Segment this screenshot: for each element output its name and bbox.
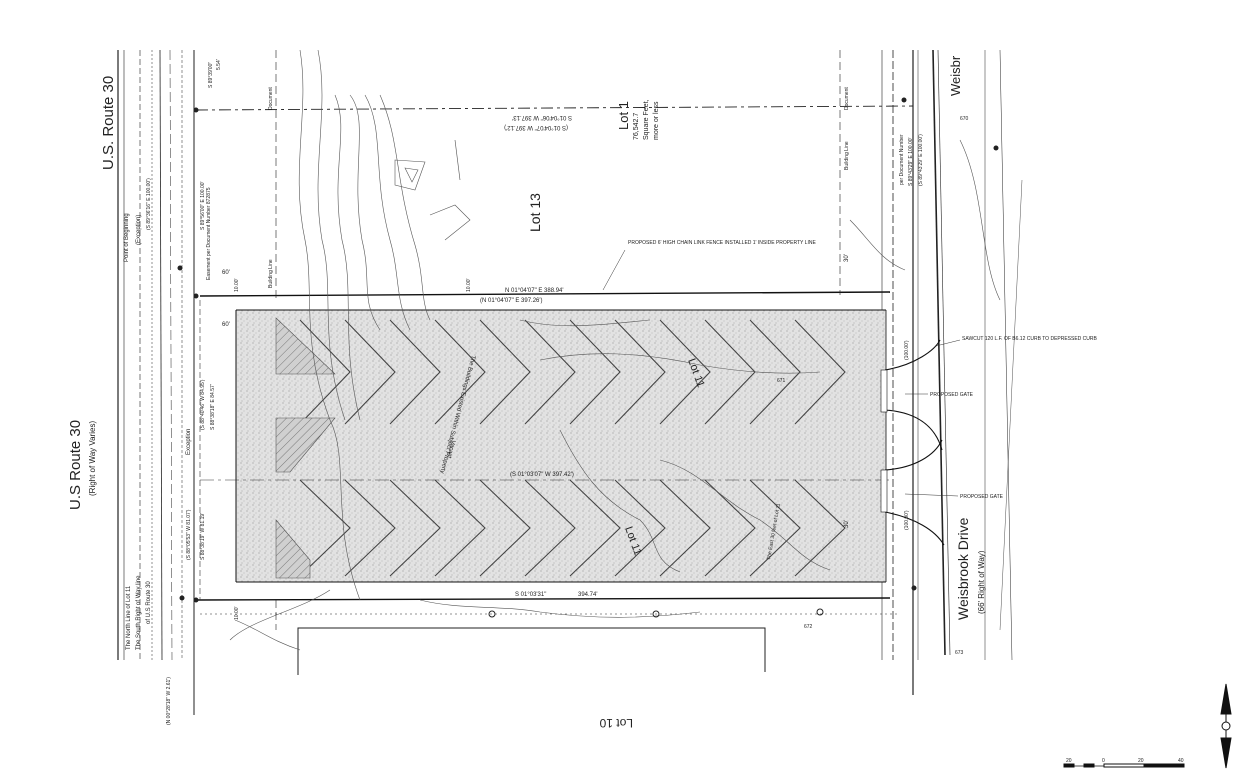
fence-note: PROPOSED 6' HIGH CHAIN LINK FENCE INSTAL… (628, 240, 816, 246)
east-bearing-1: S 89°43'29" E 100.00' (908, 137, 914, 186)
setback-60-bottom: 60' (222, 322, 230, 328)
contour-lines (229, 49, 1001, 651)
weisbrook-drive-label: Weisbrook Drive (955, 517, 971, 620)
scale-label-end: 40 (1178, 758, 1184, 764)
setback-60-top: 60' (222, 270, 230, 276)
document-label-right: Document (844, 87, 850, 110)
left-bearing-1: S 88°38'18" E 84.57' (210, 384, 216, 430)
lot-lines (195, 50, 914, 675)
east-bearing-1-record: (S 89°43'29" E 100.00') (918, 134, 924, 186)
monuments (177, 97, 999, 618)
dim-10-a: 10.00' (234, 278, 240, 292)
west-bottom-bearing: (N 00°28'18" W 2.61') (166, 677, 172, 725)
contour-label-673: 673 (955, 650, 964, 656)
us-route-30-row-label: (Right of Way Varies) (88, 421, 97, 496)
us-route-30-lines (117, 49, 195, 715)
south-line-distance: 394.74' (578, 592, 598, 598)
leader-lines (602, 249, 961, 497)
setback-30-top: 30' (844, 254, 850, 262)
center-line-bearing: (S 01°03'07" W 397.42') (510, 472, 574, 478)
lot-1-unit: Square Feet, (643, 99, 650, 140)
scale-label-mid: 20 (1138, 758, 1144, 764)
left-top-record: (S 89°36'16" E 100.00') (146, 178, 152, 230)
easement-note: Easement per Document Number 872875 (206, 187, 212, 280)
corner-distance: 5.54' (216, 59, 222, 70)
us-route-30-left-label: U.S Route 30 (67, 420, 84, 510)
left-bottom-bearing: S 88°38'19" W 81.19' (200, 513, 206, 560)
left-bottom-record: (S 88°05'53" W 81.07') (186, 509, 192, 560)
point-of-beginning: Point of Beginning (124, 213, 130, 262)
lot-1-area: 76,542.7 (633, 113, 640, 140)
top-line-record: (S 01°04'07" W 397.12') (504, 124, 568, 130)
south-line-bearing: S 01°03'31" (515, 592, 546, 598)
building-line-right: Building Line (844, 141, 850, 170)
corner-bearing: S 89°39'00" (208, 62, 214, 88)
proposed-gate-2: PROPOSED GATE (960, 494, 1004, 500)
contour-label-672: 672 (804, 624, 813, 630)
dim-10-b: 10.00' (466, 278, 472, 292)
document-number-note: per Document Number (899, 134, 905, 185)
scale-label-zero: 0 (1102, 758, 1105, 764)
lot-1-label: Lot 1 (616, 101, 631, 130)
north-line-lot-11: The North Line of Lot 11 (126, 585, 132, 650)
scale-label-neg: 20 (1066, 758, 1072, 764)
weisbrook-row-label: (66' Right of Way) (977, 550, 986, 614)
lot-1-more: more or less (653, 101, 660, 140)
exception-top-label: (Exception) (136, 215, 142, 245)
top-line-bearing: S 01°04'06" W 397.13' (512, 114, 572, 120)
chevron-hatch (299, 319, 846, 577)
building-line-left: Building Line (268, 259, 274, 288)
east-bearing-3: (100.00') (904, 510, 910, 530)
lot-10-label: Lot 10 (599, 716, 633, 730)
dim-10-c: 10.00' (234, 606, 240, 620)
lot-13-label: Lot 13 (527, 193, 543, 232)
document-label-left: Document (268, 87, 274, 110)
weisbrook-top-label: Weisbr (948, 55, 963, 96)
curb-returns (880, 339, 945, 546)
contour-label-670: 670 (960, 116, 969, 122)
east-bearing-2: (100.00') (904, 340, 910, 360)
subject-property (195, 291, 891, 601)
south-row-line: The South Right of Way line (136, 575, 142, 650)
left-top-bearing: S 89°56'00" E 100.00' (200, 181, 206, 230)
north-line-record: (N 01°04'07" E 397.26') (480, 298, 543, 304)
north-line-bearing: N 01°04'07" E 388.94' (505, 288, 564, 294)
of-us-route-30: of U.S Route 30 (146, 581, 152, 624)
exception-label: Exception (186, 429, 192, 455)
north-arrow-icon (1220, 683, 1232, 769)
vacant-note: Vacant (445, 439, 456, 458)
sawcut-note: SAWCUT 120 L.F. OF B6.12 CURB TO DEPRESS… (962, 336, 1098, 342)
left-bearing-2: (S 88°40'46" W 84.95') (200, 379, 206, 430)
proposed-gate-1: PROPOSED GATE (930, 392, 974, 398)
scale-bar (1063, 763, 1185, 768)
contour-label-671: 671 (777, 378, 786, 384)
setback-30-bottom: 30' (844, 520, 850, 528)
us-route-30-top-label: U.S. Route 30 (100, 76, 117, 170)
